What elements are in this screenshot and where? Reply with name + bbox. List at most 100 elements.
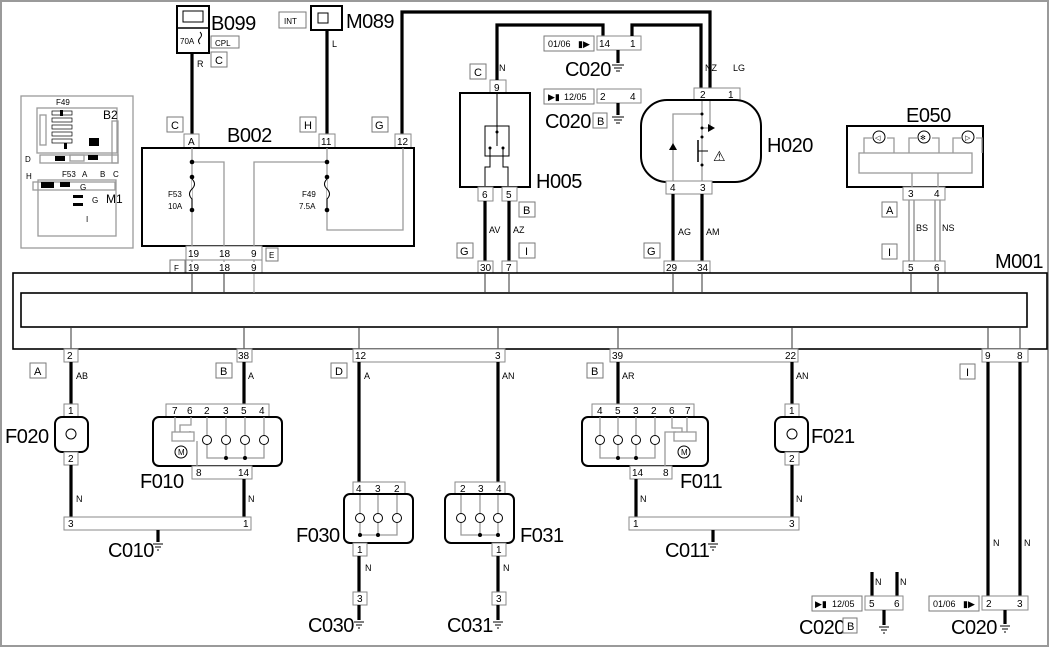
h020-pin-1: 1: [728, 90, 734, 101]
c020-bl-pin-6: 6: [894, 599, 900, 610]
b002-tag-h: H: [304, 120, 312, 132]
f020-label: F020: [5, 426, 49, 448]
ground-icon: [153, 543, 163, 551]
wire-label-am: AM: [706, 227, 720, 237]
ground-c010[interactable]: 3 1 C010: [63, 516, 252, 562]
c020-bl-date-icon: ▶▮: [815, 599, 827, 609]
m001-pin-8: 8: [1017, 351, 1023, 362]
component-f020[interactable]: 1 2 F020: [5, 403, 89, 466]
component-b099[interactable]: 70A B099 CPL C: [176, 5, 257, 68]
f010-tag-b: B: [220, 366, 227, 378]
f011-pin-6: 6: [669, 406, 675, 417]
wire-label-ar: AR: [622, 371, 635, 381]
f030-pin-3: 3: [375, 484, 381, 495]
h005-pin-5: 5: [506, 190, 512, 201]
ground-icon: [1000, 625, 1010, 633]
f031-pin-3: 3: [478, 484, 484, 495]
inset-label-m1: M1: [106, 192, 123, 206]
f011-pin-7: 7: [685, 406, 691, 417]
f010-pin-3: 3: [223, 406, 229, 417]
component-f011[interactable]: 4 5 3 2 6 7 M 14 8 F011: [581, 403, 723, 493]
fuse-f49-rating: 7.5A: [299, 202, 316, 211]
b099-location-tag: C: [215, 55, 223, 67]
inset-label-f53: F53: [62, 170, 76, 179]
h005-tag-b: B: [523, 205, 530, 217]
ground-c011[interactable]: 1 3 C011: [628, 516, 800, 562]
component-b002[interactable]: C H G B002 A 11 12 F53 10A F49 7.5A 19 1…: [141, 116, 415, 262]
hazard-icon: ⚠: [713, 148, 726, 164]
b002-tag-g: G: [375, 120, 384, 132]
wire-label-lg: LG: [733, 63, 745, 73]
inset-label-i: I: [86, 215, 88, 224]
c020-br-label: C020: [951, 617, 997, 639]
component-e050[interactable]: E050 ◁ ✻ ▷ 3 4: [846, 105, 984, 201]
f011-motor: M: [681, 448, 688, 457]
component-h020[interactable]: 2 1 ⚠ H020 4 3: [640, 87, 814, 195]
h020-tag-g: G: [647, 246, 656, 258]
m001-pin-6: 6: [934, 263, 940, 274]
m001-pin-9-top: 9: [251, 263, 257, 274]
b099-cpl-tag: CPL: [215, 39, 231, 48]
ground-c030[interactable]: 3 C030: [308, 591, 368, 637]
c031-label: C031: [447, 615, 493, 637]
ground-c031[interactable]: 3 C031: [447, 591, 507, 637]
f031-pin-4: 4: [496, 484, 502, 495]
b002-pin-9: 9: [251, 249, 257, 260]
wire-label-n-f030: N: [365, 563, 372, 573]
wire-label-n-c020-6: N: [900, 577, 907, 587]
m001-pin-9: 9: [985, 351, 991, 362]
component-m089[interactable]: INT M089: [278, 5, 395, 33]
ground-c020-top[interactable]: 01/06 ▮▶ 14 1 C020: [543, 35, 642, 81]
c030-label: C030: [308, 615, 354, 637]
wires-b002-m001: [191, 260, 255, 262]
e050-pin-4: 4: [934, 189, 940, 200]
c020-bl-date: 12/05: [832, 599, 855, 609]
fuse-f49-icon: [324, 178, 330, 209]
wire-label-bs: BS: [916, 223, 928, 233]
c020-br-date: 01/06: [933, 599, 956, 609]
inset-label-f49: F49: [56, 98, 70, 107]
component-f030[interactable]: 4 3 2 1 F030: [296, 481, 414, 557]
m001-tag-i: I: [966, 367, 969, 379]
ground-icon: [612, 64, 624, 72]
c010-pin-3: 3: [68, 519, 74, 530]
hazard-light-icon: [917, 130, 931, 144]
ground-c020-bottom-right[interactable]: 01/06 ▮▶ 2 3 C020: [928, 595, 1029, 639]
c020-top-date-icon: ▮▶: [578, 39, 590, 49]
h020-pin-3: 3: [700, 183, 706, 194]
ground-c020-bottom-left[interactable]: N N ▶▮ 12/05 5 6 C020 B: [799, 572, 907, 639]
bulb-icons: [595, 435, 660, 445]
f011-pin-5: 5: [615, 406, 621, 417]
e050-label: E050: [906, 105, 951, 127]
e050-pin-3: 3: [908, 189, 914, 200]
h005-tag-i: I: [525, 246, 528, 258]
c020-bl-tag-b: B: [847, 621, 854, 633]
fuse-f49-id: F49: [302, 190, 316, 199]
ground-icon: [354, 621, 364, 629]
wire-lg: [400, 10, 712, 134]
inset-label-d: D: [25, 155, 31, 164]
f021-pin-1: 1: [789, 406, 795, 417]
wire-ns: [934, 200, 941, 261]
component-f010[interactable]: 7 6 2 3 5 4 M 8 14 F010: [140, 403, 283, 493]
component-m001[interactable]: M001 F 19 18 9 30 7 29 34 5 6 2 38: [12, 251, 1048, 363]
e050-tag-a: A: [886, 205, 894, 217]
c010-pin-1: 1: [243, 519, 249, 530]
inset-label-b: B: [100, 170, 105, 179]
component-f031[interactable]: 2 3 4 1 F031: [444, 481, 564, 557]
c020-mid-tag-b: B: [597, 116, 604, 128]
wire-h005-c020: [495, 23, 605, 80]
inset-label-g2: G: [92, 196, 98, 205]
wire-label-an-f021: AN: [796, 371, 809, 381]
bulb-icons: [456, 513, 503, 523]
m001-pin-29: 29: [666, 263, 678, 274]
b002-label: B002: [227, 125, 272, 147]
m001-pin-39: 39: [612, 351, 624, 362]
ground-c020-mid[interactable]: ▶▮ 12/05 2 4 C020 B: [543, 88, 642, 133]
b099-label: B099: [211, 13, 256, 35]
svg-text:✻: ✻: [920, 134, 926, 142]
f010-pin-14: 14: [238, 468, 250, 479]
component-h005[interactable]: C N 9 H005 6 5: [459, 63, 583, 202]
component-f021[interactable]: 1 2 F021: [774, 403, 855, 466]
